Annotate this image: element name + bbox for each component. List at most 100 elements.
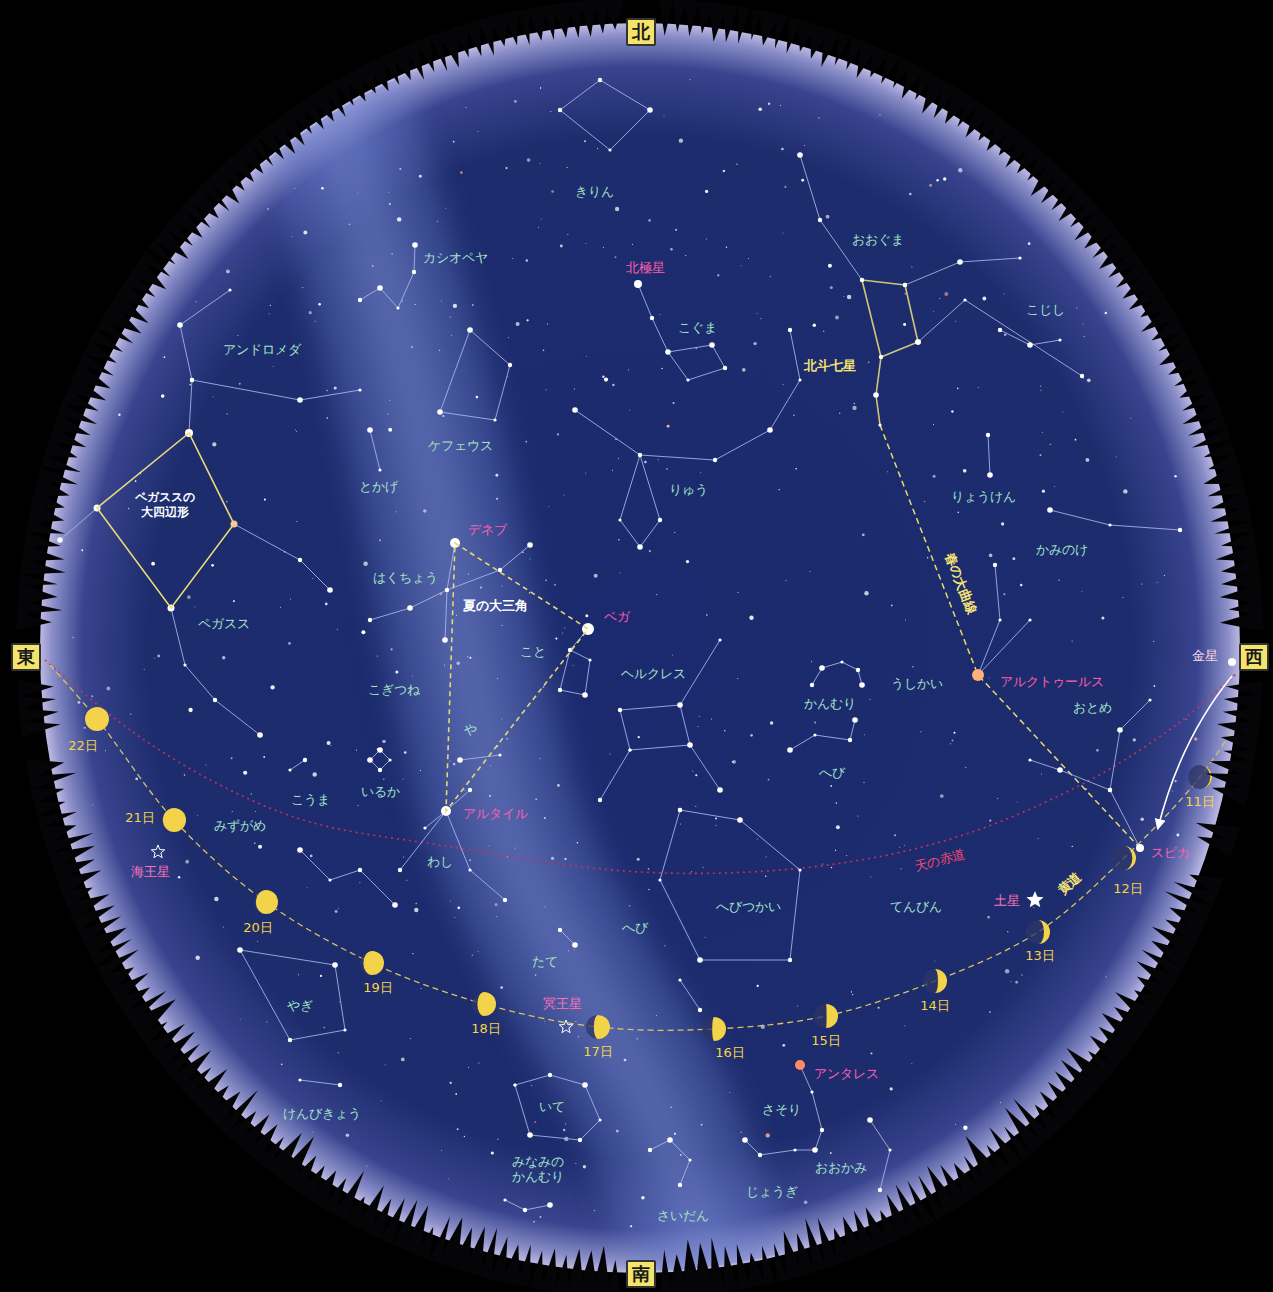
star-dot bbox=[238, 948, 242, 952]
moon-date: 15日 bbox=[811, 1034, 841, 1049]
star-dot bbox=[852, 406, 856, 410]
star-dot bbox=[445, 208, 446, 209]
star-dot bbox=[813, 733, 816, 736]
constellation-line bbox=[842, 662, 858, 670]
star-dot bbox=[264, 499, 266, 501]
star-dot bbox=[667, 425, 670, 428]
star-dot bbox=[303, 231, 307, 235]
moon-lit bbox=[163, 808, 186, 832]
star-dot bbox=[312, 772, 316, 776]
star-dot bbox=[562, 633, 563, 634]
star-dot bbox=[680, 824, 681, 825]
star-dot bbox=[513, 1083, 516, 1086]
constellation-name: へびつかい bbox=[716, 900, 781, 915]
constellation-name: かんむり bbox=[804, 697, 856, 712]
tree-shape bbox=[567, 1, 582, 38]
star-dot bbox=[1005, 969, 1009, 973]
star-dot bbox=[638, 453, 641, 456]
star-dot bbox=[320, 975, 322, 977]
star-dot bbox=[871, 1052, 873, 1054]
constellation-line bbox=[1120, 700, 1150, 730]
star-dot bbox=[860, 278, 864, 282]
star-dot bbox=[325, 603, 328, 606]
constellation-line bbox=[215, 700, 260, 735]
star-dot bbox=[678, 703, 682, 707]
constellation-line bbox=[360, 870, 395, 905]
star-dot bbox=[933, 311, 934, 312]
constellation-name: りゅう bbox=[669, 483, 708, 498]
star-dot bbox=[724, 730, 726, 732]
constellation-line bbox=[745, 1140, 760, 1155]
star-dot bbox=[582, 692, 588, 698]
star-dot bbox=[810, 683, 814, 687]
star-dot bbox=[467, 656, 468, 657]
tree-shape bbox=[452, 23, 469, 57]
star-dot bbox=[419, 175, 422, 178]
asterism-outline: 夏の大三角 bbox=[446, 543, 588, 811]
star-dot bbox=[718, 638, 721, 641]
star-dot bbox=[804, 145, 805, 146]
moon-shadow bbox=[1026, 920, 1050, 944]
star-dot bbox=[495, 474, 498, 477]
bright-star bbox=[634, 280, 642, 288]
star-dot bbox=[670, 1107, 671, 1108]
constellation-line bbox=[680, 980, 700, 1010]
constellation-name: たて bbox=[532, 955, 558, 970]
star-dot bbox=[545, 906, 546, 907]
star-dot bbox=[503, 1198, 506, 1201]
star-dot bbox=[951, 739, 953, 741]
star-dot bbox=[367, 757, 373, 763]
direction-label: 南 bbox=[632, 1263, 650, 1285]
star-dot bbox=[797, 1005, 798, 1006]
star-dot bbox=[929, 184, 932, 187]
constellation-line bbox=[550, 1075, 585, 1085]
star-dot bbox=[572, 942, 578, 948]
constellation-name: きりん bbox=[575, 185, 614, 200]
moon-shadow bbox=[85, 707, 109, 731]
star-dot bbox=[1057, 767, 1063, 773]
moon-shadow bbox=[923, 969, 947, 993]
constellation-line bbox=[515, 1085, 530, 1135]
star-dot bbox=[574, 388, 575, 389]
star-dot bbox=[868, 361, 870, 363]
constellation-line bbox=[680, 705, 690, 745]
star-dot bbox=[715, 825, 716, 826]
star-dot bbox=[391, 253, 392, 254]
star-dot bbox=[357, 193, 358, 194]
star-dot bbox=[535, 974, 536, 975]
star-dot bbox=[813, 324, 816, 327]
star-dot bbox=[1054, 486, 1055, 487]
star-dot bbox=[612, 470, 613, 471]
tree-shape bbox=[738, 6, 750, 44]
star-dot bbox=[468, 573, 469, 574]
star-dot bbox=[91, 695, 93, 697]
star-name: アルタイル bbox=[463, 807, 528, 822]
star-dot bbox=[588, 658, 591, 661]
star-dot bbox=[388, 428, 392, 432]
star-dot bbox=[963, 298, 966, 301]
star-dot bbox=[656, 1015, 657, 1016]
asterism-line bbox=[881, 342, 918, 357]
star-dot bbox=[441, 301, 442, 302]
star-dot bbox=[296, 431, 297, 432]
star-dot bbox=[564, 858, 566, 860]
star-dot bbox=[686, 378, 689, 381]
tree-shape bbox=[541, 1248, 557, 1292]
star-dot bbox=[594, 574, 598, 578]
star-dot bbox=[691, 871, 692, 872]
constellation-name: さそり bbox=[762, 1103, 801, 1118]
star-dot bbox=[151, 562, 155, 566]
star-dot bbox=[423, 509, 427, 513]
star-dot bbox=[1040, 390, 1041, 391]
constellation-line bbox=[440, 330, 470, 412]
star-dot bbox=[326, 390, 328, 392]
tree-shape bbox=[775, 14, 788, 49]
star-dot bbox=[288, 642, 291, 645]
star-dot bbox=[302, 287, 303, 288]
star-dot bbox=[1020, 584, 1023, 587]
star-dot bbox=[190, 378, 194, 382]
star-dot bbox=[857, 815, 858, 816]
tree-shape bbox=[19, 574, 58, 586]
star-dot bbox=[688, 743, 692, 747]
star-dot bbox=[831, 867, 832, 868]
